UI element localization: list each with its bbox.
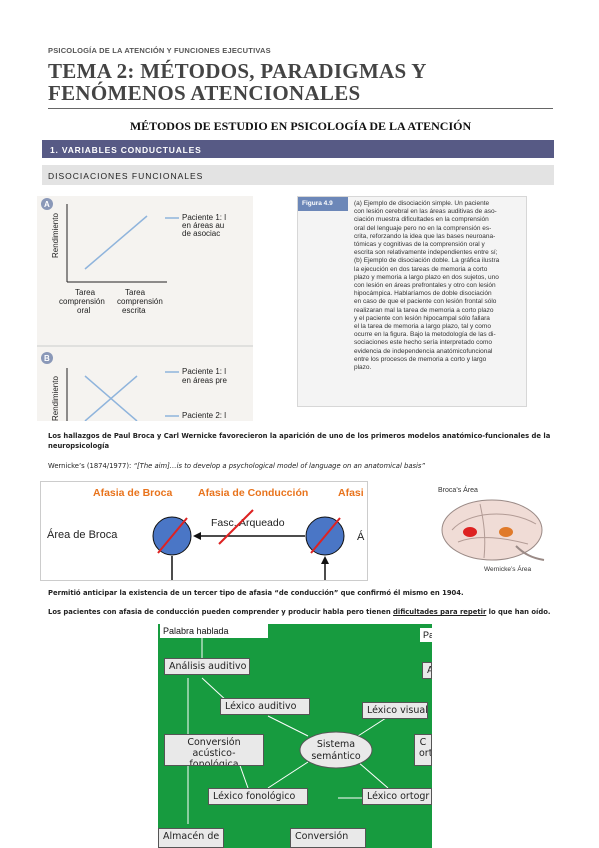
ylabel-b: Rendimiento bbox=[51, 376, 60, 421]
node-analisis-visual-partial: A bbox=[422, 662, 432, 679]
title-divider bbox=[48, 108, 553, 109]
figure-4-9-label: Figura 4.9 bbox=[298, 197, 348, 211]
document-subject: PSICOLOGÍA DE LA ATENCIÓN Y FUNCIONES EJ… bbox=[48, 46, 271, 55]
paragraph-conduction: Permitió anticipar la existencia de un t… bbox=[48, 589, 464, 597]
p4-start: Los pacientes con afasia de conducción p… bbox=[48, 608, 394, 616]
conv-ort-1: C bbox=[419, 737, 427, 748]
x-tick-2a: Tarea bbox=[125, 288, 146, 297]
ylabel-a: Rendimiento bbox=[51, 213, 60, 258]
x-tick-2b: comprensión bbox=[117, 297, 163, 306]
legend-a-1: Paciente 1: l bbox=[182, 213, 226, 222]
node-lexico-auditivo: Léxico auditivo bbox=[220, 698, 310, 715]
label-third-aphasia: Afasi bbox=[338, 487, 364, 499]
semantic-label-1: Sistema bbox=[317, 739, 355, 750]
aphasia-diagram: Afasia de Broca Afasia de Conducción Afa… bbox=[40, 481, 368, 581]
page-title: TEMA 2: MÉTODOS, PARADIGMAS Y FENÓMENOS … bbox=[48, 59, 426, 105]
brain-shape bbox=[441, 499, 543, 561]
lexical-model-arrows bbox=[187, 636, 389, 824]
x-tick-1b: comprensión bbox=[59, 297, 105, 306]
node-conversion-bottom: Conversión bbox=[290, 828, 366, 848]
brain-folds bbox=[451, 503, 537, 559]
x-tick-1a: Tarea bbox=[75, 288, 96, 297]
wernicke-quote: “[The aim]…is to develop a psychological… bbox=[133, 462, 426, 470]
label-conduction-aphasia: Afasia de Conducción bbox=[198, 487, 308, 499]
label-area-right: Á bbox=[357, 530, 365, 543]
brain-stem bbox=[515, 545, 545, 561]
lesion-mark-wernicke bbox=[310, 517, 341, 554]
legend-b-2: en áreas pre bbox=[182, 376, 227, 385]
semantic-ellipse bbox=[299, 731, 373, 769]
fascicle-arrowhead bbox=[193, 532, 201, 540]
aphasia-diagram-svg: Afasia de Broca Afasia de Conducción Afa… bbox=[47, 487, 365, 580]
paragraph-conduction-patients: Los pacientes con afasia de conducción p… bbox=[48, 606, 558, 618]
panel-a-badge bbox=[41, 198, 53, 210]
subsection-bar-disociaciones: DISOCIACIONES FUNCIONALES bbox=[42, 165, 554, 185]
paragraph-wernicke-quote: Wernicke’s (1874/1977): “[The aim]…is to… bbox=[48, 462, 558, 472]
label-area-broca: Área de Broca bbox=[47, 528, 118, 541]
legend-b-3: Paciente 2: l bbox=[182, 411, 226, 420]
label-fascicle: Fasc. Arqueado bbox=[211, 517, 285, 529]
node-sistema-semantico: Sistema semántico bbox=[299, 731, 373, 769]
lesion-mark-broca bbox=[157, 517, 188, 554]
p4-end: lo que han oído. bbox=[486, 608, 551, 616]
series-line-b2 bbox=[84, 375, 138, 421]
figure-4-9-caption: Figura 4.9 (a) Ejemplo de disociación si… bbox=[297, 196, 527, 407]
node-lexico-ortografico: Léxico ortogr bbox=[362, 788, 432, 805]
wernicke-area-mark bbox=[499, 527, 513, 537]
node-palabra-escrita-partial: Pa bbox=[420, 628, 432, 642]
x-tick-1c: oral bbox=[77, 306, 91, 315]
legend-a-2: en áreas au bbox=[182, 221, 224, 230]
label-broca-aphasia: Afasia de Broca bbox=[93, 487, 173, 499]
brain-label-broca: Broca’s Área bbox=[438, 485, 478, 494]
lexical-model-diagram: Palabra hablada Pa Análisis auditivo A L… bbox=[158, 624, 432, 848]
wernicke-citation: Wernicke’s (1874/1977): bbox=[48, 462, 134, 470]
panel-b-badge bbox=[41, 352, 53, 364]
conv-ort-2: ort bbox=[419, 748, 432, 759]
node-almacen: Almacén de bbox=[158, 828, 224, 848]
conv-line-2: acústico-fonológica bbox=[189, 748, 239, 766]
p4-underline: dificultades para repetir bbox=[393, 608, 487, 616]
node-lexico-fonologico: Léxico fonológico bbox=[208, 788, 308, 805]
node-lexico-visual: Léxico visual bbox=[362, 702, 428, 719]
wernicke-input-arrowhead bbox=[321, 556, 329, 564]
brain-figure: Broca’s Área Wernicke’s Área bbox=[428, 482, 553, 574]
panel-a-label: A bbox=[44, 200, 50, 209]
lesion-mark-fascicle bbox=[218, 509, 254, 545]
section-title: MÉTODOS DE ESTUDIO EN PSICOLOGÍA DE LA A… bbox=[129, 119, 472, 133]
semantic-label-2: semántico bbox=[311, 751, 360, 762]
paragraph-broca-wernicke: Los hallazgos de Paul Broca y Carl Werni… bbox=[48, 432, 551, 450]
node-palabra-hablada: Palabra hablada bbox=[160, 624, 268, 638]
dissociation-figure: A Rendimiento Paciente 1: l en áreas au … bbox=[37, 196, 253, 421]
brain-svg: Broca’s Área Wernicke’s Área bbox=[438, 485, 545, 573]
node-analisis-auditivo: Análisis auditivo bbox=[164, 658, 250, 675]
dissociation-graph: A Rendimiento Paciente 1: l en áreas au … bbox=[37, 198, 253, 421]
figure-4-9-text: (a) Ejemplo de disociación simple. Un pa… bbox=[354, 200, 500, 372]
x-tick-2c: escrita bbox=[122, 306, 146, 315]
legend-b-1: Paciente 1: l bbox=[182, 367, 226, 376]
brain-label-wernicke: Wernicke’s Área bbox=[484, 564, 531, 573]
broca-area-mark bbox=[463, 527, 477, 537]
section-bar-variables: 1. VARIABLES CONDUCTUALES bbox=[42, 140, 554, 158]
conv-line-1: Conversión bbox=[187, 737, 241, 748]
panel-b-label: B bbox=[44, 354, 50, 363]
legend-a-3: de asociac bbox=[182, 229, 220, 238]
series-line-a bbox=[84, 215, 148, 270]
